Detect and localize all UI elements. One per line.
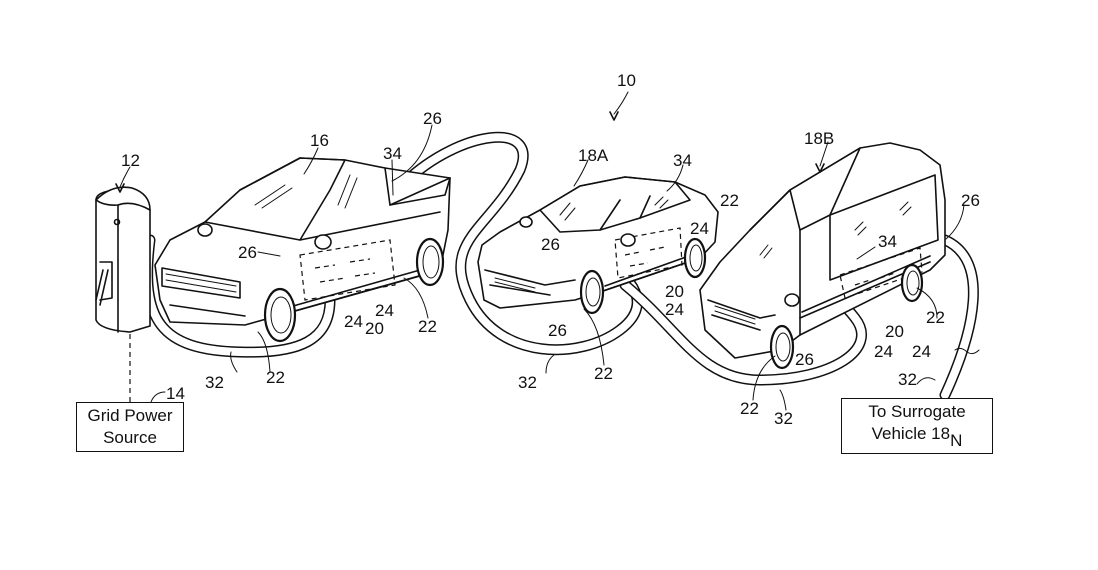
ref-car-cell-24: 24 — [690, 219, 709, 238]
ref-van-cutout-34: 34 — [878, 232, 897, 251]
host-vehicle-pickup — [154, 157, 451, 343]
surrogate-box-vehicle: Vehicle 18 — [871, 424, 951, 443]
ref-surrogate-18b: 18B — [804, 129, 835, 148]
ref-van-cell-24b: 24 — [912, 342, 931, 361]
ref-hose-32-c: 32 — [774, 409, 793, 428]
ref-van-front-wheel-22: 22 — [740, 399, 759, 418]
surrogate-vehicle-18a — [477, 176, 719, 315]
ref-van-battery-20: 20 — [885, 322, 904, 341]
surrogate-box-line1: To Surrogate — [868, 402, 966, 421]
ref-truck-battery-20: 20 — [365, 319, 384, 338]
ref-car-port-26: 26 — [541, 235, 560, 254]
surrogate-vehicle-n-box: To Surrogate Vehicle 18N — [841, 398, 993, 454]
ref-grid-14: 14 — [166, 384, 185, 403]
grid-power-source-box: Grid Power Source — [76, 402, 184, 452]
surrogate-vehicle-18b — [699, 142, 946, 370]
ref-truck-port-26: 26 — [238, 243, 257, 262]
grid-box-line2: Source — [103, 428, 157, 447]
ref-van-port-26: 26 — [961, 191, 980, 210]
grid-box-line1: Grid Power — [87, 406, 173, 425]
ref-van-port-26-front: 26 — [795, 350, 814, 369]
charging-station — [95, 186, 151, 333]
ref-truck-wheel-22: 22 — [418, 317, 437, 336]
leader-lines — [115, 91, 965, 411]
ref-surrogate-18a: 18A — [578, 146, 609, 165]
ref-car-front-wheel-22: 22 — [594, 364, 613, 383]
ref-car-cell-24-low: 24 — [665, 300, 684, 319]
ref-car-battery-20: 20 — [665, 282, 684, 301]
ref-van-cell-24a: 24 — [874, 342, 893, 361]
ref-truck-cell-24a: 24 — [344, 312, 363, 331]
ref-van-wheel-22: 22 — [926, 308, 945, 327]
ref-charging-station-12: 12 — [121, 151, 140, 170]
ref-car-cutout-34: 34 — [673, 151, 692, 170]
ref-host-vehicle-16: 16 — [310, 131, 329, 150]
surrogate-box-subscript: N — [950, 431, 963, 450]
ref-hose-32-a: 32 — [205, 373, 224, 392]
ref-hose-32-b: 32 — [518, 373, 537, 392]
ref-truck-cutout-34: 34 — [383, 144, 402, 163]
ref-truck-cell-24b: 24 — [375, 301, 394, 320]
ref-car-port-26-low: 26 — [548, 321, 567, 340]
ref-truck-cable-26: 26 — [423, 109, 442, 128]
ref-system-10: 10 — [617, 71, 636, 90]
ref-truck-front-wheel-22: 22 — [266, 368, 285, 387]
ref-car-wheel-22: 22 — [720, 191, 739, 210]
ref-hose-32-out: 32 — [898, 370, 917, 389]
surrogate-box-line2: Vehicle 18N — [842, 423, 992, 450]
